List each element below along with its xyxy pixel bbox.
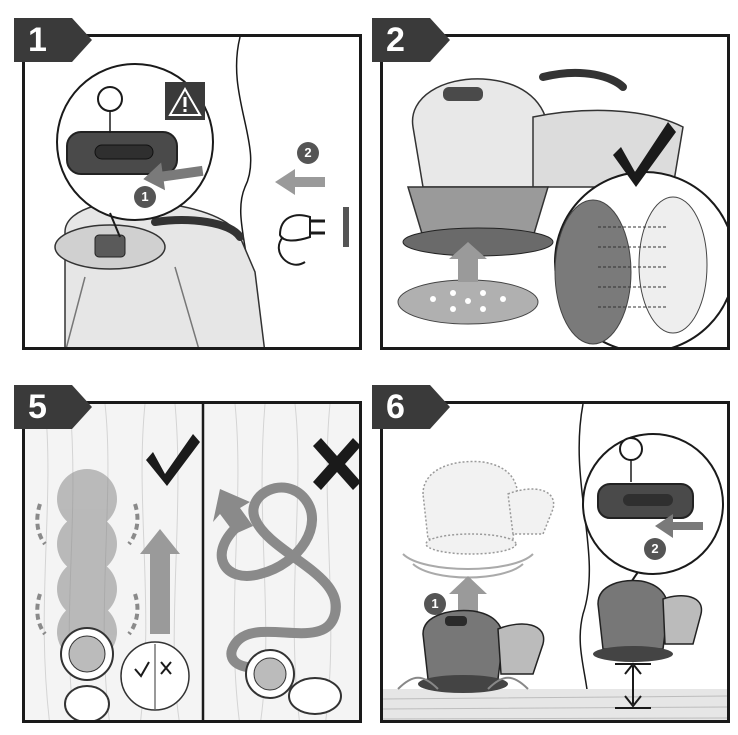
panel-6: 1 2 6 bbox=[372, 385, 732, 725]
arrow-up-icon bbox=[140, 529, 180, 634]
panel-5-frame bbox=[22, 401, 362, 723]
step-badge-1: 1 bbox=[141, 189, 149, 204]
unplug-icon bbox=[277, 207, 349, 266]
panel-6-frame: 1 2 bbox=[380, 401, 730, 723]
panel-1-tab: 1 bbox=[14, 18, 94, 62]
sander-icon bbox=[418, 609, 545, 693]
double-arrow-icon bbox=[615, 662, 651, 709]
sander-icon bbox=[60, 627, 114, 720]
panel-5-number: 5 bbox=[28, 388, 47, 426]
panel-1: 1 2 1 bbox=[14, 18, 366, 353]
panel-6-tab: 6 bbox=[372, 385, 452, 429]
panel-2-frame bbox=[380, 34, 730, 350]
panel-2-number: 2 bbox=[386, 21, 405, 59]
panel-5: 5 bbox=[14, 385, 366, 725]
panel-5-illustration bbox=[35, 404, 359, 720]
panel-2-illustration bbox=[397, 68, 727, 347]
step-badge-2: 2 bbox=[304, 145, 312, 160]
panel-6-illustration bbox=[383, 404, 727, 720]
arrow-up-icon bbox=[449, 242, 487, 282]
panel-1-frame: 1 2 bbox=[22, 34, 362, 350]
check-icon bbox=[613, 122, 676, 187]
panel-1-illustration bbox=[54, 37, 349, 347]
step-badge-2: 2 bbox=[651, 541, 659, 556]
panel-2-tab: 2 bbox=[372, 18, 452, 62]
panel-1-number: 1 bbox=[28, 21, 47, 59]
warning-icon bbox=[165, 82, 205, 120]
cross-icon bbox=[313, 438, 359, 490]
sander-icon bbox=[54, 200, 266, 347]
sander-icon bbox=[593, 579, 703, 662]
panel-5-tab: 5 bbox=[14, 385, 94, 429]
double-arrow-icon bbox=[275, 169, 325, 195]
panel-6-number: 6 bbox=[386, 388, 405, 426]
arrow-up-icon bbox=[449, 576, 487, 619]
panel-2: 2 bbox=[372, 18, 732, 353]
sander-icon bbox=[245, 649, 342, 715]
check-icon bbox=[146, 434, 200, 486]
step-badge-1: 1 bbox=[431, 596, 439, 611]
lock-button-icon bbox=[97, 86, 123, 112]
